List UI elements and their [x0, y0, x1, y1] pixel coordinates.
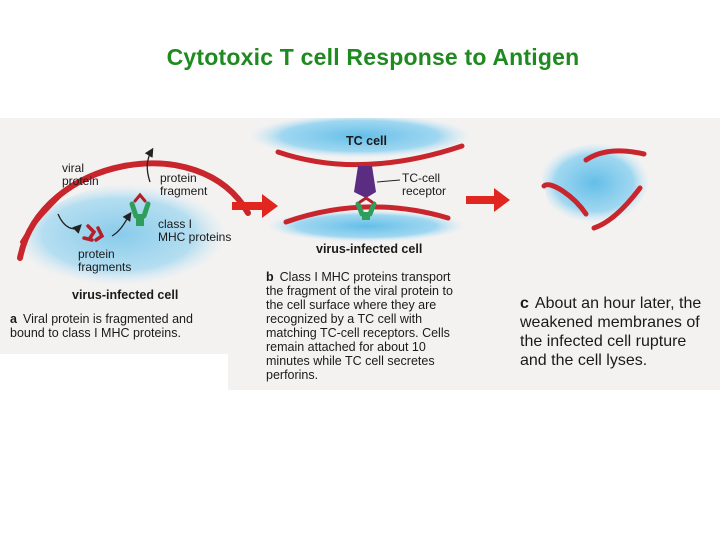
label-protein-fragment: protein fragment — [160, 171, 208, 198]
protein-fragments-icon — [82, 224, 105, 242]
ruptured-membrane-left — [541, 182, 589, 217]
figure: viral protein protein fragment class I M… — [0, 118, 720, 390]
viral-protein-strand — [20, 194, 62, 244]
ruptured-membrane-top — [583, 148, 647, 163]
panel-c-cytoplasm-leak — [538, 142, 651, 224]
label-class-mhc: class I MHC proteins — [158, 217, 232, 244]
caption-b-text: Class I MHC proteins transport the fragm… — [266, 270, 453, 382]
receptor-leader-line — [376, 179, 401, 183]
label-tc-receptor: TC-cell receptor — [402, 171, 447, 198]
label-protein-fragments: protein fragments — [78, 247, 132, 274]
infected-cell-cytoplasm — [266, 210, 466, 242]
tc-cell-membrane — [275, 143, 465, 168]
arrow-binding — [111, 211, 132, 237]
arrow-panel-b-to-c — [466, 188, 510, 212]
ruptured-membrane-right — [591, 185, 643, 231]
label-virus-infected-cell-b: virus-infected cell — [316, 242, 423, 256]
label-tc-cell: TC cell — [346, 134, 387, 148]
arrow-panel-a-to-b — [232, 194, 278, 218]
label-viral-protein: viral protein — [62, 161, 99, 188]
arrow-fragmentation — [57, 213, 82, 234]
caption-b-letter: b — [266, 270, 274, 284]
slide-title: Cytotoxic T cell Response to Antigen — [166, 44, 580, 70]
caption-c-text: About an hour later, the weakened membra… — [520, 295, 702, 369]
mhc-protein-icon — [129, 192, 151, 226]
mhc-fragment-complex-icon — [355, 196, 377, 220]
caption-c-letter: c — [520, 295, 529, 312]
tc-cell-receptor-icon — [354, 166, 376, 198]
tc-cell-cytoplasm — [248, 118, 472, 158]
arrow-transport — [144, 147, 154, 183]
caption-a-text: Viral protein is fragmented and bound to… — [10, 312, 193, 340]
label-virus-infected-cell-a: virus-infected cell — [72, 288, 179, 302]
panel-a-cytoplasm — [10, 182, 228, 286]
infected-cell-membrane — [283, 204, 451, 225]
figure-graphics — [0, 118, 720, 390]
caption-a-letter: a — [10, 312, 17, 326]
